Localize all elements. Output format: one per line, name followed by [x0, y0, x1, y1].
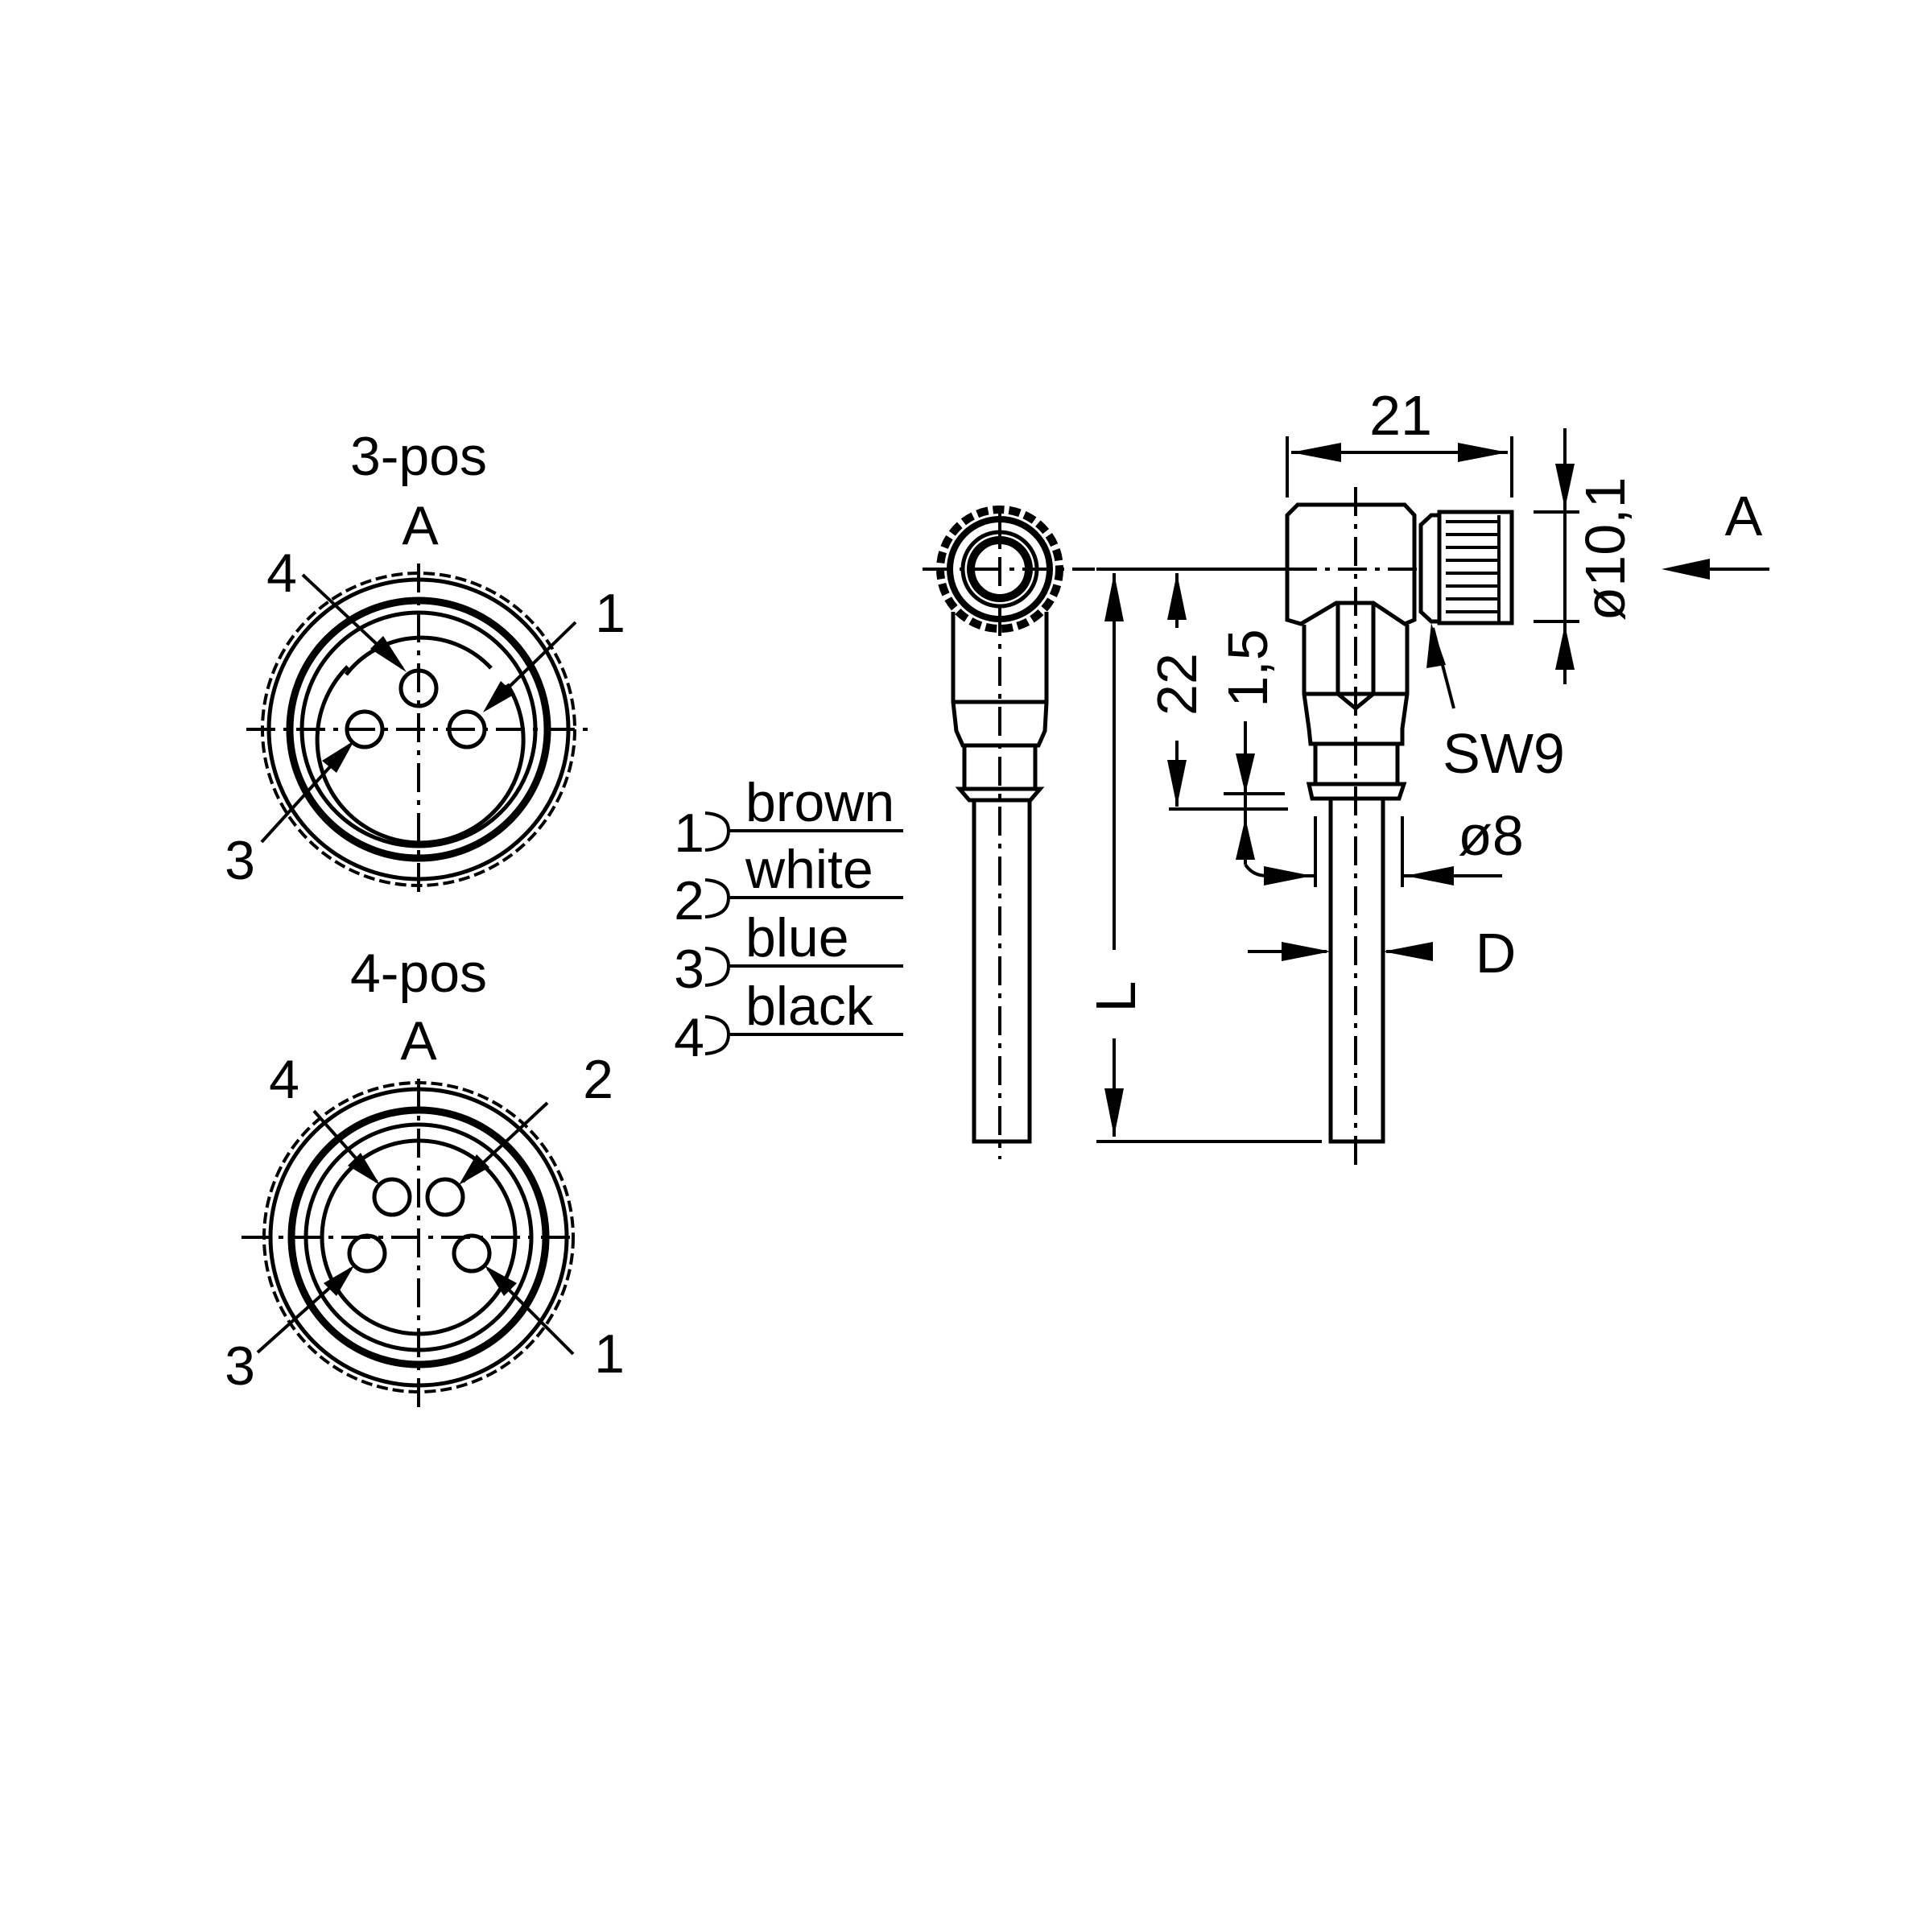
side-view-right — [1285, 487, 1514, 1172]
callout-4: 4 — [266, 543, 297, 604]
legend-row: 2 white — [674, 839, 903, 931]
wrench-size-callout: SW9 — [1426, 623, 1565, 785]
callout-3: 3 — [225, 1335, 255, 1397]
view-label-a: A — [402, 495, 439, 556]
view-title-3-pos: 3-pos — [350, 426, 487, 487]
connector-face — [967, 536, 1033, 602]
angled-housing — [1285, 502, 1417, 626]
dimension-1-5: 1,5 — [1216, 629, 1285, 865]
coupling-nut — [1418, 513, 1442, 624]
callout-1: 1 — [595, 583, 625, 644]
legend-color: white — [745, 839, 873, 900]
callout-1: 1 — [594, 1323, 625, 1385]
dimension-22: 22 — [1146, 573, 1288, 811]
pin-4 — [372, 1177, 412, 1217]
pin-2 — [425, 1177, 465, 1217]
view-label-a: A — [400, 1010, 437, 1071]
dim-21: 21 — [1369, 384, 1432, 447]
legend-row: 1 brown — [674, 772, 903, 864]
cable — [972, 800, 1032, 1144]
cable — [1328, 799, 1385, 1144]
pin-1 — [452, 1233, 492, 1274]
view-arrow-label: A — [1725, 485, 1763, 547]
callout-4: 4 — [269, 1049, 299, 1110]
legend-pin: 2 — [674, 870, 704, 931]
dimension-diameter-8: ø8 — [1244, 804, 1524, 887]
dim-diameter-10-1: ø10,1 — [1574, 477, 1637, 621]
pin-1 — [447, 709, 487, 749]
callout-3: 3 — [225, 830, 255, 891]
pin-3 — [347, 1233, 387, 1274]
dimension-diameter-10-1: ø10,1 — [1534, 428, 1637, 684]
legend-color: blue — [745, 907, 849, 968]
front-view-3-pos: 3-pos A 4 1 3 — [225, 426, 625, 895]
legend-color: black — [745, 976, 874, 1037]
legend-color: brown — [745, 772, 894, 833]
dim-1-5: 1,5 — [1216, 629, 1279, 707]
side-view-left — [923, 506, 1095, 1159]
knurled-ring — [261, 572, 576, 887]
wire-color-legend: 1 brown 2 white 3 blue 4 black — [674, 772, 903, 1068]
dim-22: 22 — [1146, 653, 1208, 716]
knurled-ring — [262, 1081, 575, 1393]
dimension-21: 21 — [1286, 384, 1513, 497]
dim-d: D — [1476, 922, 1517, 985]
view-title-4-pos: 4-pos — [350, 943, 487, 1004]
dimension-d: D — [1248, 922, 1516, 985]
dim-l: L — [1084, 981, 1147, 1013]
legend-row: 3 blue — [674, 907, 903, 1000]
dimension-l: L — [1084, 568, 1322, 1143]
dim-sw9: SW9 — [1443, 722, 1565, 785]
dim-diameter-8: ø8 — [1458, 804, 1524, 867]
pin-4 — [398, 668, 439, 708]
callout-2: 2 — [583, 1049, 613, 1110]
legend-row: 4 black — [674, 976, 903, 1068]
pin-3 — [345, 709, 385, 749]
legend-pin: 3 — [674, 939, 704, 1000]
legend-pin: 1 — [674, 803, 704, 864]
legend-pin: 4 — [674, 1007, 704, 1068]
front-view-4-pos: 4-pos A 4 2 3 1 — [225, 943, 625, 1407]
view-arrow-a: A — [1662, 485, 1769, 580]
